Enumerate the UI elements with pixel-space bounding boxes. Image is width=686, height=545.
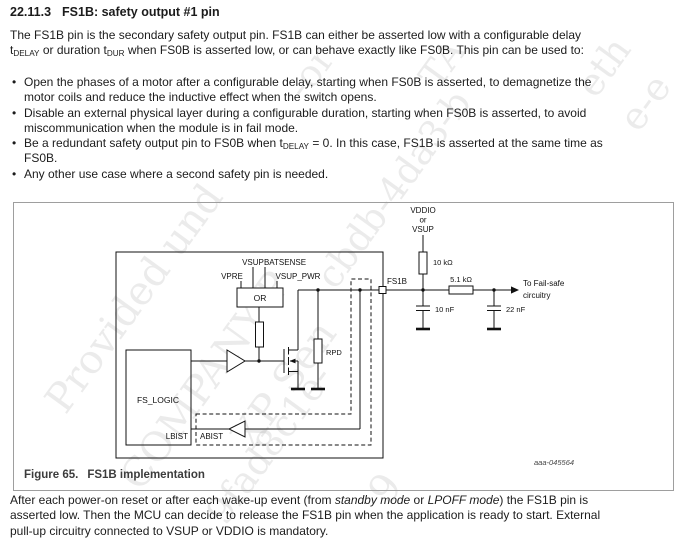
text-line: Disable an external physical layer durin…	[24, 105, 587, 120]
cap1-label: 10 nF	[435, 305, 455, 314]
batsense-input-label: BATSENSE	[264, 258, 306, 267]
cap2-label: 22 nF	[506, 305, 526, 314]
lbist-label: LBIST	[166, 432, 188, 441]
bullet-list: • Open the phases of a motor after a con…	[10, 75, 603, 182]
or-gate-label: OR	[254, 293, 267, 303]
supply-label-vddio: VDDIO	[410, 206, 435, 215]
watermark-text: e-e	[610, 66, 680, 139]
pullup-resistor	[418, 251, 428, 275]
figure-caption: Figure 65. FS1B implementation	[24, 469, 205, 481]
text-line: Open the phases of a motor after a confi…	[24, 75, 592, 89]
rpd-label: RPD	[326, 348, 342, 357]
arrow-right-icon	[511, 286, 519, 294]
driver-buffer-icon	[226, 349, 246, 373]
mosfet-arrow-icon	[289, 358, 296, 364]
figure-frame: FS_LOGIC LBIST ABIST VSUP BATSENSE VPRE …	[13, 202, 674, 491]
abist-buffer-icon	[227, 420, 246, 438]
list-item: • Open the phases of a motor after a con…	[10, 75, 603, 106]
fs-logic-box	[125, 349, 192, 446]
text-line: The FS1B pin is the secondary safety out…	[10, 28, 581, 42]
list-item: • Disable an external physical layer dur…	[10, 106, 603, 137]
series-resistor-label: 5.1 kΩ	[450, 275, 472, 284]
section-heading: 22.11.3 FS1B: safety output #1 pin	[10, 5, 220, 19]
supply-label-or: or	[419, 216, 426, 225]
figure-caption-title: FS1B implementation	[87, 469, 205, 481]
section-title: FS1B: safety output #1 pin	[62, 5, 220, 19]
destination-label-1: To Fail-safe	[523, 279, 565, 288]
text-line: FS0B.	[24, 151, 58, 166]
figure-ref-code: aaa-045564	[534, 458, 574, 467]
fs1b-pin-square	[378, 286, 387, 294]
gate-resistor	[255, 321, 264, 348]
text-line: After each power-on reset or after each …	[10, 493, 589, 507]
intro-paragraph: The FS1B pin is the secondary safety out…	[10, 28, 584, 59]
text-line: asserted low. Then the MCU can decide to…	[10, 508, 601, 523]
destination-label-2: circuitry	[523, 291, 551, 300]
rpd-resistor	[313, 338, 323, 364]
supply-label-vsup: VSUP	[412, 225, 434, 234]
text-line: tDELAY or duration tDUR when FS0B is ass…	[10, 43, 584, 59]
text-line: pull-up circuitry connected to VSUP or V…	[10, 523, 329, 538]
abist-label: ABIST	[200, 432, 223, 441]
bullet-marker: •	[12, 105, 17, 120]
outro-paragraph: After each power-on reset or after each …	[10, 493, 600, 539]
fs-logic-label: FS_LOGIC	[137, 395, 179, 405]
text-line: motor coils and reduce the inductive eff…	[24, 90, 377, 105]
text-line: Be a redundant safety output pin to FS0B…	[24, 136, 603, 151]
bullet-marker: •	[12, 136, 17, 151]
list-item: • Any other use case where a second safe…	[10, 167, 603, 182]
text-line: Any other use case where a second safety…	[24, 166, 329, 181]
vsup-pwr-input-label: VSUP_PWR	[276, 272, 321, 281]
bullet-marker: •	[12, 166, 17, 181]
gate-node-dot	[257, 359, 261, 363]
circuit-diagram: FS_LOGIC LBIST ABIST VSUP BATSENSE VPRE …	[115, 206, 574, 467]
section-number: 22.11.3	[10, 5, 52, 19]
vpre-input-label: VPRE	[221, 272, 243, 281]
list-item: • Be a redundant safety output pin to FS…	[10, 136, 603, 167]
pullup-resistor-label: 10 kΩ	[433, 258, 453, 267]
vsup-input-label: VSUP	[242, 258, 264, 267]
bullet-marker: •	[12, 75, 17, 89]
fs1b-pin-label: FS1B	[387, 277, 407, 286]
text-line: miscommunication when the module is in f…	[24, 120, 299, 135]
series-resistor	[448, 285, 474, 295]
chip-outline	[115, 251, 384, 459]
figure-caption-label: Figure 65.	[24, 469, 79, 481]
abist-dashed-outline	[195, 278, 372, 446]
or-gate-box	[236, 287, 284, 308]
